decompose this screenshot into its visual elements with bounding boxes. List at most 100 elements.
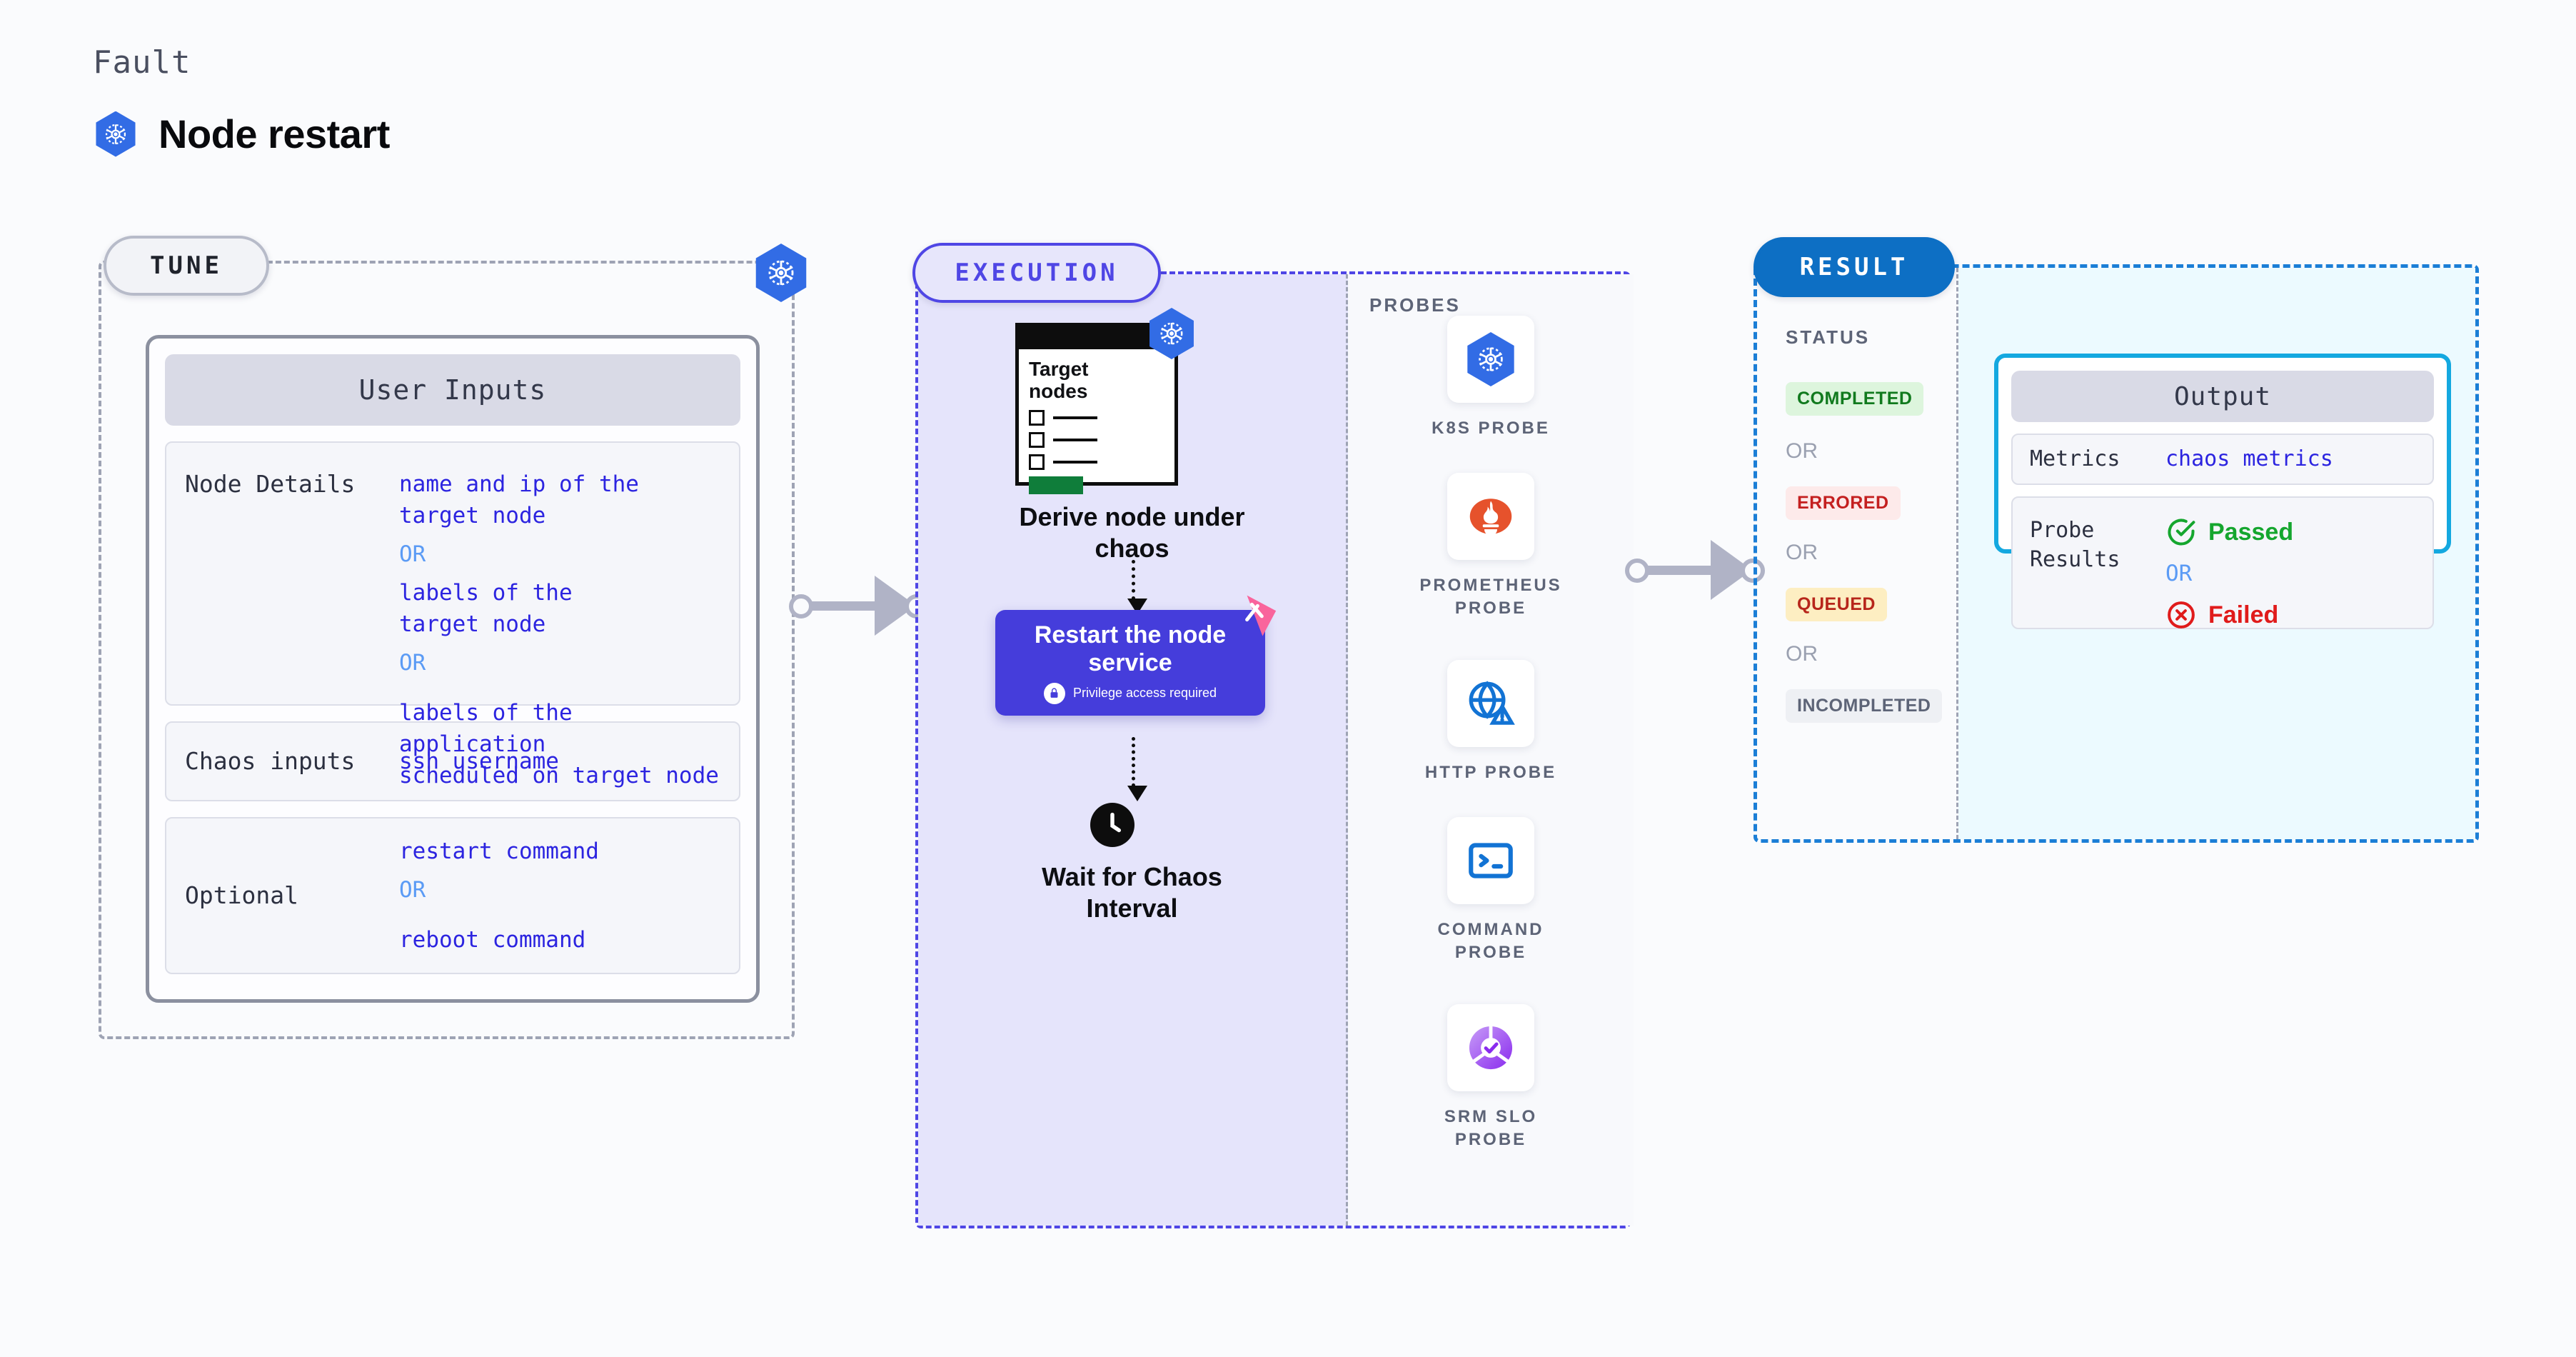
page-header: Fault Node restart: [93, 44, 390, 157]
status-badge-queued: QUEUED: [1786, 588, 1887, 621]
probe-label: SRM SLO PROBE: [1444, 1107, 1538, 1150]
probe-icon-tile: [1447, 817, 1534, 904]
progress-bar: [1029, 476, 1083, 494]
input-key: Optional: [185, 881, 298, 909]
probe-icon-tile: [1447, 660, 1534, 747]
flow-arrow: [1127, 737, 1147, 801]
passed-label: Passed: [2208, 518, 2294, 546]
status-badge-incompleted: INCOMPLETED: [1786, 689, 1943, 723]
connector-endpoint: [1625, 559, 1649, 583]
globe-warning-icon: [1469, 681, 1515, 725]
privilege-text: Privilege access required: [1072, 686, 1217, 701]
document-title: Target nodes: [1029, 358, 1089, 403]
input-row-node-details: Node Details name and ip of the target n…: [165, 441, 740, 788]
result-panel-tag: RESULT: [1754, 237, 1955, 297]
output-values: chaos metrics: [2165, 444, 2415, 475]
probe-srm-slo[interactable]: SRM SLO PROBE: [1348, 1004, 1634, 1152]
kubernetes-icon: [755, 244, 807, 302]
step-caption-wait-interval: Wait for Chaos Interval: [1042, 862, 1222, 923]
output-column: Output Metrics chaos metrics Probe Resul…: [1958, 268, 2475, 839]
document-checklist: [1019, 403, 1174, 470]
tune-panel-tag: TUNE: [104, 236, 269, 296]
probe-result-passed: Passed: [2165, 516, 2415, 548]
input-key: Chaos inputs: [185, 746, 356, 775]
input-value: labels of the application scheduled on t…: [399, 700, 719, 789]
result-panel: STATUS COMPLETED OR ERRORED OR QUEUED OR…: [1754, 264, 2479, 843]
connector-execution-to-result: [1625, 540, 1765, 600]
flow-arrow: [1127, 560, 1147, 614]
or-separator: OR: [1786, 541, 1818, 564]
terminal-icon: [1469, 843, 1513, 878]
probe-prometheus[interactable]: PROMETHEUS PROBE: [1348, 473, 1634, 621]
or-separator: OR: [1786, 642, 1818, 666]
probes-column: PROBES K8S PROBE: [1348, 274, 1634, 1226]
output-row-probe-results: Probe Results Passed OR Failed: [2011, 496, 2434, 629]
privilege-note: Privilege access required: [1043, 682, 1217, 704]
input-value: reboot command: [399, 927, 586, 953]
kubernetes-icon: [1467, 332, 1514, 386]
text-rule: [1053, 438, 1097, 441]
probe-k8s[interactable]: K8S PROBE: [1348, 316, 1634, 440]
input-row-chaos-inputs: Chaos inputs ssh username: [165, 721, 740, 801]
pink-flag-icon: [1245, 595, 1277, 636]
probe-label: COMMAND PROBE: [1437, 920, 1544, 963]
probe-result-failed: Failed: [2165, 599, 2415, 631]
input-value: ssh username: [399, 748, 559, 774]
probe-label: HTTP PROBE: [1424, 763, 1557, 782]
user-inputs-card: User Inputs Node Details name and ip of …: [146, 335, 760, 1003]
or-separator: OR: [399, 877, 426, 903]
execution-panel-tag: EXECUTION: [912, 243, 1161, 303]
title-row: Node restart: [93, 111, 390, 157]
probe-command[interactable]: COMMAND PROBE: [1348, 817, 1634, 965]
text-rule: [1053, 460, 1097, 464]
output-row-metrics: Metrics chaos metrics: [2011, 434, 2434, 485]
connector-line: [799, 601, 883, 611]
failed-label: Failed: [2208, 601, 2279, 629]
step-title: Restart the node service: [1034, 621, 1227, 676]
checkbox-icon: [1029, 431, 1045, 448]
kubernetes-icon: [96, 111, 136, 157]
clock-icon: [1090, 803, 1134, 847]
connector-endpoint: [789, 594, 813, 619]
execution-flow-column: Target nodes: [918, 274, 1348, 1226]
user-inputs-title: User Inputs: [165, 354, 740, 426]
probe-label: PROMETHEUS PROBE: [1419, 576, 1562, 619]
input-row-optional: Optional restart command OR reboot comma…: [165, 817, 740, 974]
output-value: chaos metrics: [2165, 446, 2333, 471]
input-value: restart command: [399, 838, 599, 864]
checklist-item: [1029, 454, 1174, 470]
checklist-item: [1029, 431, 1174, 448]
probe-label: K8S PROBE: [1432, 419, 1550, 438]
output-values: Passed OR Failed: [2165, 516, 2415, 631]
connector-tune-to-execution: [789, 576, 929, 636]
input-values: ssh username: [399, 746, 720, 777]
check-circle-icon: [2168, 519, 2195, 546]
input-value: name and ip of the target node: [399, 471, 639, 529]
output-card: Output Metrics chaos metrics Probe Resul…: [1994, 354, 2451, 629]
input-value: labels of the target node: [399, 580, 573, 638]
status-badge-errored: ERRORED: [1786, 486, 1901, 520]
srm-slo-icon: [1469, 1024, 1513, 1070]
text-rule: [1053, 416, 1097, 419]
input-values: restart command OR reboot command: [399, 836, 720, 956]
or-separator: OR: [2165, 561, 2193, 586]
or-separator: OR: [399, 541, 426, 568]
probes-section-label: PROBES: [1369, 294, 1461, 316]
or-separator: OR: [399, 650, 426, 676]
checkbox-icon: [1029, 454, 1045, 470]
or-separator: OR: [1786, 439, 1818, 463]
probe-http[interactable]: HTTP PROBE: [1348, 660, 1634, 784]
status-column: STATUS COMPLETED OR ERRORED OR QUEUED OR…: [1757, 268, 1958, 839]
restart-node-service-step: Restart the node service Privilege acces…: [995, 595, 1277, 716]
output-title: Output: [2011, 371, 2434, 422]
input-key: Node Details: [185, 470, 356, 498]
probe-icon-tile: [1447, 473, 1534, 560]
execution-panel: Target nodes: [915, 271, 1634, 1228]
lock-icon: [1043, 682, 1065, 704]
probe-icon-tile: [1447, 316, 1534, 403]
page-title: Node restart: [159, 111, 390, 156]
checkbox-icon: [1029, 409, 1045, 426]
input-values: name and ip of the target node OR labels…: [399, 469, 720, 791]
tune-panel: User Inputs Node Details name and ip of …: [99, 244, 807, 1039]
checklist-item: [1029, 409, 1174, 426]
